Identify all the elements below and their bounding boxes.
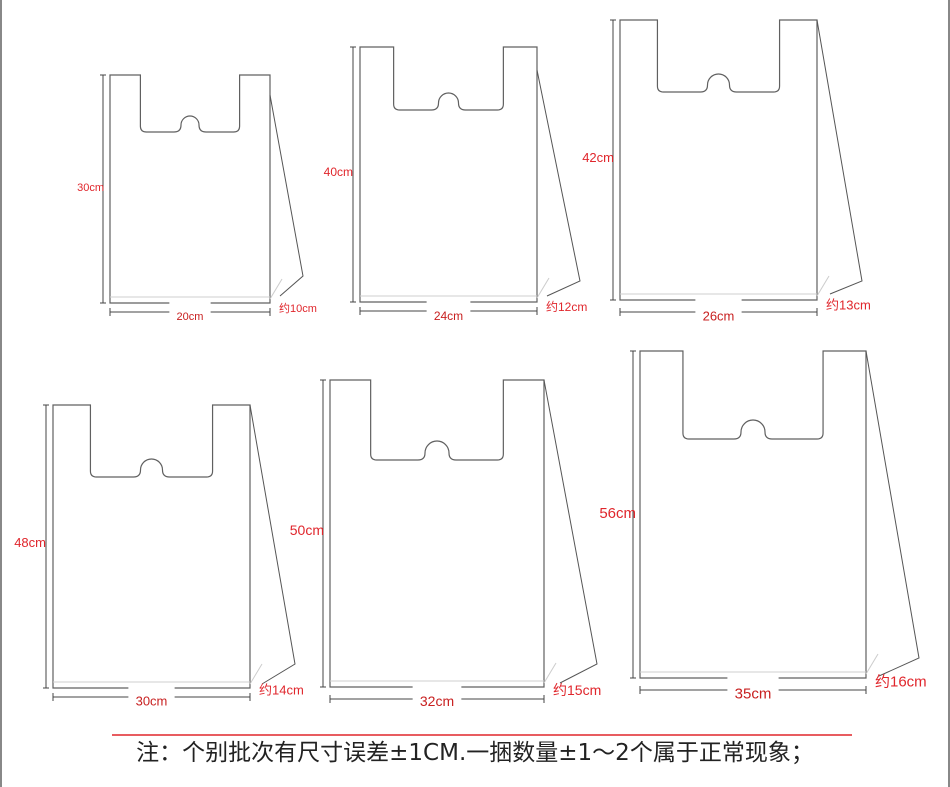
- width-label: 20cm: [177, 311, 204, 323]
- height-label: 56cm: [599, 505, 636, 522]
- bag-outline: [109, 74, 271, 304]
- depth-label: 约14cm: [259, 683, 304, 698]
- height-label: 50cm: [290, 522, 324, 538]
- height-label: 48cm: [14, 535, 46, 550]
- gusset-fold: [543, 662, 557, 684]
- depth-label: 约15cm: [553, 682, 601, 698]
- width-label-backdrop: [426, 299, 471, 320]
- width-label: 32cm: [420, 693, 454, 709]
- depth-label: 约10cm: [279, 302, 317, 315]
- size-tolerance-note: 注：个别批次有尺寸误差±1CM.一捆数量±1～2个属于正常现象；: [136, 740, 814, 766]
- width-label: 35cm: [735, 685, 772, 702]
- bag-outline: [639, 350, 867, 679]
- bag-6: 56cm 35cm 约16cm: [599, 350, 927, 702]
- bag-2: 40cm 24cm 约12cm: [324, 46, 587, 323]
- bag-outline: [619, 19, 818, 301]
- gusset-fold: [865, 653, 879, 675]
- width-label-backdrop: [412, 685, 462, 709]
- height-label: 40cm: [324, 165, 353, 179]
- gusset-outline: [865, 350, 920, 677]
- gusset-fold: [269, 278, 283, 300]
- gusset-outline: [816, 19, 863, 295]
- height-label: 30cm: [77, 182, 104, 194]
- width-label: 24cm: [434, 309, 463, 323]
- bag-4: 48cm 30cm 约14cm: [14, 404, 304, 709]
- width-label-backdrop: [727, 675, 779, 701]
- depth-label: 约13cm: [826, 298, 871, 313]
- bag-1: 30cm 20cm 约10cm: [77, 74, 317, 323]
- bag-5: 50cm 32cm 约15cm: [290, 379, 601, 709]
- bag-outline: [52, 404, 251, 689]
- gusset-fold: [536, 277, 550, 299]
- bag-outline: [329, 379, 545, 688]
- depth-label: 约16cm: [875, 673, 927, 690]
- depth-label: 约12cm: [546, 299, 587, 314]
- width-label-backdrop: [169, 301, 211, 320]
- width-label-backdrop: [695, 299, 742, 322]
- gusset-outline: [536, 69, 581, 297]
- gusset-fold: [249, 663, 263, 685]
- gusset-outline: [543, 379, 598, 684]
- width-label: 30cm: [136, 694, 168, 709]
- right-border: [948, 0, 950, 787]
- gusset-outline: [269, 94, 304, 297]
- height-label: 42cm: [582, 150, 614, 165]
- width-label: 26cm: [703, 309, 735, 324]
- left-border: [0, 0, 2, 787]
- bag-3: 42cm 26cm 约13cm: [582, 19, 871, 324]
- gusset-fold: [816, 275, 830, 297]
- gusset-outline: [249, 404, 296, 685]
- bag-outline: [359, 46, 538, 303]
- width-label-backdrop: [128, 684, 175, 707]
